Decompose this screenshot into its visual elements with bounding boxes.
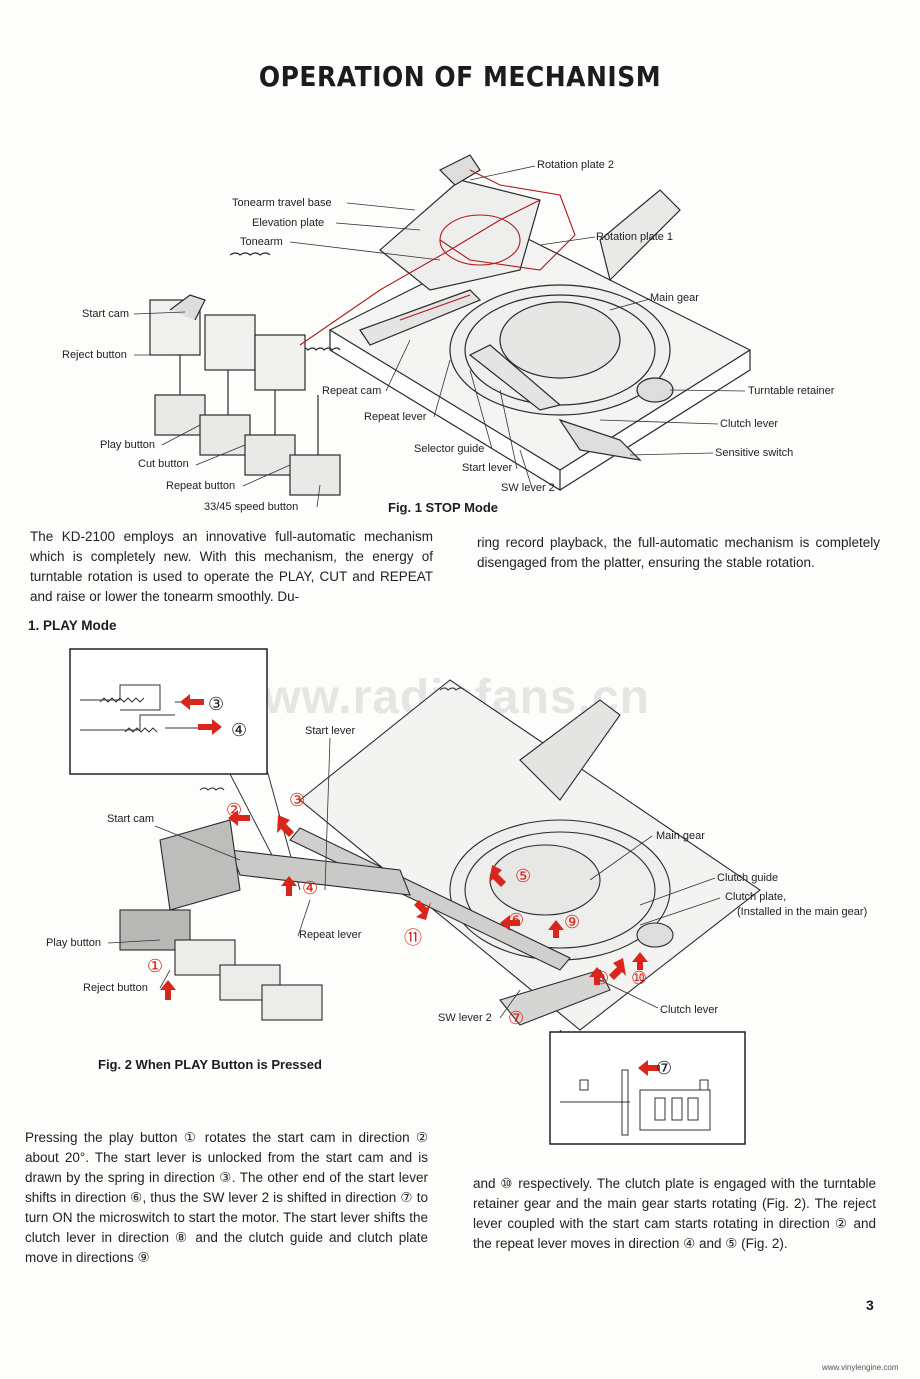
label2-clutch-guide: Clutch guide	[717, 872, 779, 884]
marker-inset-7: ⑦	[656, 1058, 673, 1078]
fig2-drawing	[69, 648, 761, 1145]
marker-11: ⑪	[404, 928, 422, 948]
fig2-caption: Fig. 2 When PLAY Button is Pressed	[98, 1057, 322, 1072]
bottom-left: Pressing the play button ① rotates the s…	[25, 1130, 428, 1265]
label2-start-cam: Start cam	[107, 813, 155, 825]
fig1-drawing	[133, 154, 752, 508]
label-sensitive-switch: Sensitive switch	[715, 447, 794, 459]
label2-start-lever: Start lever	[305, 725, 356, 737]
label2-play-button: Play button	[46, 937, 102, 949]
marker-7: ⑦	[508, 1008, 525, 1028]
fig1-caption: Fig. 1 STOP Mode	[388, 500, 499, 515]
marker-9: ⑨	[564, 912, 581, 932]
label2-reject-button: Reject button	[83, 982, 148, 994]
label-selector-guide: Selector guide	[414, 443, 485, 455]
page-title: OPERATION OF MECHANISM	[258, 60, 662, 93]
marker-inset-4: ④	[231, 720, 248, 740]
label-main-gear: Main gear	[650, 292, 699, 304]
label2-repeat-lever: Repeat lever	[299, 929, 362, 941]
marker-1: ①	[147, 956, 164, 976]
marker-inset-3: ③	[208, 694, 225, 714]
label-turntable-retainer: Turntable retainer	[748, 385, 835, 397]
marker-8: ⑧	[593, 968, 610, 988]
label-elevation-plate: Elevation plate	[252, 217, 325, 229]
marker-3: ③	[289, 790, 306, 810]
label-start-cam: Start cam	[82, 308, 130, 320]
label-cut-button: Cut button	[138, 458, 189, 470]
label-repeat-cam: Repeat cam	[322, 385, 382, 397]
label-clutch-lever: Clutch lever	[720, 418, 779, 430]
marker-10: ⑩	[631, 968, 648, 988]
label-start-lever: Start lever	[462, 462, 513, 474]
section-heading: 1. PLAY Mode	[28, 618, 117, 633]
marker-5: ⑤	[515, 866, 532, 886]
label-repeat-button: Repeat button	[166, 480, 236, 492]
fig2-arrows	[160, 694, 660, 1076]
label-rotation-plate-2: Rotation plate 2	[537, 159, 615, 171]
marker-4: ④	[302, 878, 319, 898]
label-play-button: Play button	[100, 439, 156, 451]
label-sw-lever-2: SW lever 2	[501, 482, 555, 494]
label2-clutch-plate-note: (Installed in the main gear)	[737, 906, 868, 918]
label2-clutch-plate: Clutch plate,	[725, 891, 787, 903]
label2-clutch-lever: Clutch lever	[660, 1004, 719, 1016]
label-tonearm: Tonearm	[240, 236, 283, 248]
site-credit: www.vinylengine.com	[822, 1363, 899, 1372]
label-tonearm-travel-base: Tonearm travel base	[232, 197, 332, 209]
label2-main-gear: Main gear	[656, 830, 705, 842]
marker-6: ⑥	[508, 910, 525, 930]
intro-right: ring record playback, the full-automatic…	[477, 535, 880, 570]
label2-sw-lever-2: SW lever 2	[438, 1012, 492, 1024]
intro-left: The KD-2100 employs an innovative full-a…	[30, 529, 433, 604]
bottom-right: and ⑩ respectively. The clutch plate is …	[473, 1176, 876, 1251]
label-repeat-lever: Repeat lever	[364, 411, 427, 423]
label-speed-button: 33/45 speed button	[204, 501, 299, 513]
label-rotation-plate-1: Rotation plate 1	[596, 231, 674, 243]
page-number: 3	[866, 1297, 874, 1313]
figure-1: Rotation plate 2 Tonearm travel base Ele…	[0, 140, 920, 520]
marker-2: ②	[226, 800, 243, 820]
label-reject-button: Reject button	[62, 349, 127, 361]
figure-2: ③ ④ ② ③ ④ ① ⑤ ⑥ ⑨ ⑧ ⑩ ⑪ ⑦ ⑦ Start lever …	[0, 640, 920, 1145]
